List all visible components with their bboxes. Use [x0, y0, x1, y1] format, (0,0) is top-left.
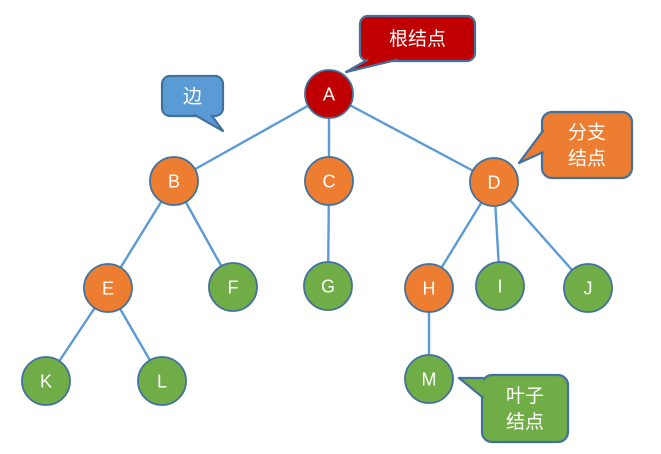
tree-node-F: F	[208, 262, 258, 312]
root-callout: 根结点	[344, 14, 477, 74]
node-circle-L	[137, 356, 187, 406]
tree-node-I: I	[475, 261, 525, 311]
edge-callout: 边	[160, 74, 225, 133]
tree-node-B: B	[149, 156, 199, 206]
node-label-M: M	[422, 369, 437, 389]
edge-callout-tail	[193, 113, 225, 133]
edge-callout-bubble	[160, 74, 225, 118]
tree-node-C: C	[304, 156, 354, 206]
node-label-E: E	[102, 278, 114, 298]
node-label-J: J	[584, 278, 593, 298]
branch-callout-text-line-1: 分支	[568, 122, 606, 144]
tree-node-L: L	[137, 356, 187, 406]
node-label-C: C	[323, 171, 336, 191]
node-circle-B	[149, 156, 199, 206]
tree-node-M: M	[404, 354, 454, 404]
node-circle-F	[208, 262, 258, 312]
tree-node-D: D	[469, 157, 519, 207]
leaf-callout-text-line-2: 结点	[506, 411, 544, 433]
node-circle-H	[404, 263, 454, 313]
node-label-G: G	[321, 276, 335, 296]
node-circle-M	[404, 354, 454, 404]
leaf-callout-bubble	[480, 373, 570, 444]
tree-edge-A-D	[328, 92, 495, 184]
root-callout-tail	[344, 58, 399, 74]
node-circle-E	[83, 263, 133, 313]
node-label-D: D	[488, 172, 501, 192]
tree-node-E: E	[83, 263, 133, 313]
node-label-K: K	[40, 371, 52, 391]
root-callout-bubble	[358, 14, 477, 63]
root-callout-text-line-1: 根结点	[389, 28, 446, 50]
node-label-I: I	[497, 276, 502, 296]
node-circle-G	[303, 261, 353, 311]
node-label-B: B	[168, 171, 180, 191]
branch-callout-tail	[517, 129, 545, 165]
tree-node-H: H	[404, 263, 454, 313]
leaf-callout-tail	[457, 376, 485, 399]
node-label-F: F	[228, 277, 239, 297]
tree-edge-A-B	[173, 92, 330, 183]
node-circle-A	[304, 69, 354, 119]
node-label-A: A	[323, 84, 335, 104]
node-circle-J	[563, 263, 613, 313]
tree-node-A: A	[304, 69, 354, 119]
node-circle-D	[469, 157, 519, 207]
branch-callout-text-line-2: 结点	[568, 148, 606, 170]
tree-node-J: J	[563, 263, 613, 313]
node-circle-I	[475, 261, 525, 311]
node-circle-C	[304, 156, 354, 206]
node-label-L: L	[157, 371, 167, 391]
leaf-callout-text-line-1: 叶子	[506, 385, 544, 407]
tree-node-K: K	[21, 356, 71, 406]
tree-node-G: G	[303, 261, 353, 311]
node-label-H: H	[423, 278, 436, 298]
edge-callout-text-line-1: 边	[183, 86, 202, 108]
node-circle-K	[21, 356, 71, 406]
